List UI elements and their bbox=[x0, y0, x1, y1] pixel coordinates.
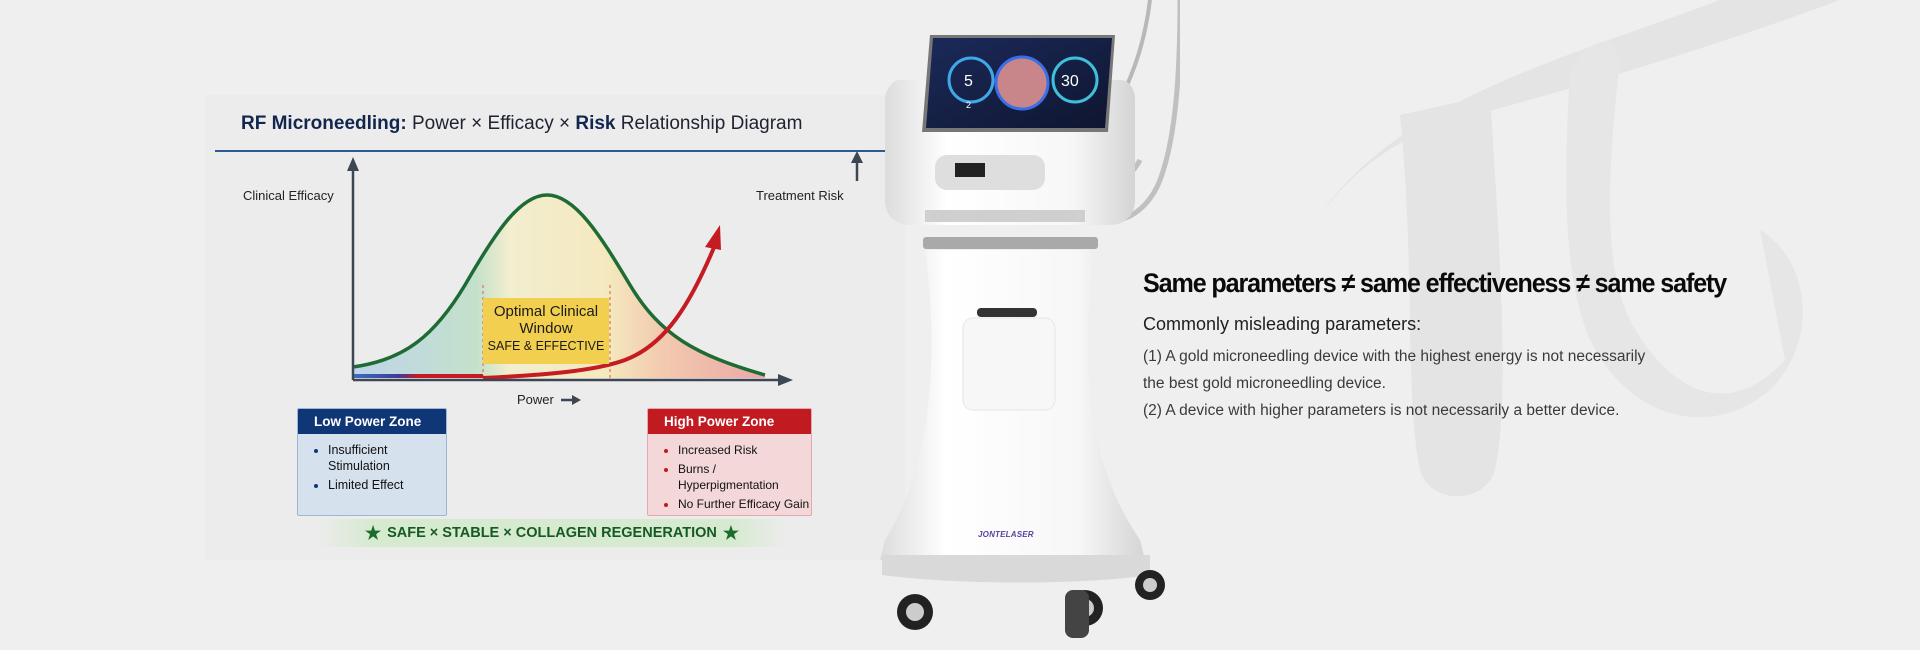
list-item: Limited Effect bbox=[328, 477, 446, 493]
y-axis-label-risk: Treatment Risk bbox=[756, 188, 844, 203]
high-zone-title: High Power Zone bbox=[648, 409, 811, 434]
point-2: (2) A device with higher parameters is n… bbox=[1143, 402, 1620, 419]
svg-text:2: 2 bbox=[966, 100, 971, 110]
low-zone-title: Low Power Zone bbox=[298, 409, 446, 434]
svg-text:30: 30 bbox=[1061, 73, 1079, 90]
summary-banner: ★ SAFE × STABLE × COLLAGEN REGENERATION … bbox=[317, 519, 787, 547]
high-zone-list: Increased Risk Burns / Hyperpigmentation… bbox=[648, 442, 811, 512]
point-1-line-1: (1) A gold microneedling device with the… bbox=[1143, 348, 1646, 365]
low-power-zone: Low Power Zone Insufficient Stimulation … bbox=[297, 408, 447, 516]
low-zone-list: Insufficient Stimulation Limited Effect bbox=[298, 442, 446, 493]
high-power-zone: High Power Zone Increased Risk Burns / H… bbox=[647, 408, 812, 516]
efficacy-risk-chart bbox=[347, 151, 863, 405]
point-1-line-2: the best gold microneedling device. bbox=[1143, 375, 1386, 392]
window-line-2: Window bbox=[519, 320, 573, 337]
title-part-1: Power × Efficacy × bbox=[406, 113, 576, 134]
explanation-paragraph: (1) A gold microneedling device with the… bbox=[1143, 343, 1843, 424]
list-item: Insufficient Stimulation bbox=[328, 442, 446, 474]
diagram-title: RF Microneedling: Power × Efficacy × Ris… bbox=[241, 113, 802, 135]
title-divider bbox=[215, 150, 890, 152]
title-part-2: Relationship Diagram bbox=[615, 113, 803, 134]
list-item: Burns / Hyperpigmentation bbox=[678, 461, 811, 493]
x-axis-label-power: Power bbox=[517, 392, 554, 407]
list-item: Increased Risk bbox=[678, 442, 811, 458]
parameters-note: Same parameters ≠ same effectiveness ≠ s… bbox=[1143, 268, 1843, 424]
title-bold-prefix: RF Microneedling: bbox=[241, 113, 407, 134]
window-line-1: Optimal Clinical bbox=[493, 303, 599, 320]
microneedling-device-image: 5 30 2 bbox=[880, 0, 1180, 638]
watermark-logo bbox=[1320, 0, 1840, 497]
device-brand-logo: JONTELASER bbox=[978, 530, 1034, 539]
y-axis-label-efficacy: Clinical Efficacy bbox=[243, 188, 334, 203]
subheading: Commonly misleading parameters: bbox=[1143, 314, 1422, 334]
window-line-3: SAFE & EFFECTIVE bbox=[487, 339, 605, 353]
star-icon: ★ bbox=[364, 522, 382, 543]
headline: Same parameters ≠ same effectiveness ≠ s… bbox=[1143, 268, 1727, 298]
star-icon: ★ bbox=[722, 522, 740, 543]
svg-text:5: 5 bbox=[964, 73, 973, 90]
list-item: No Further Efficacy Gain bbox=[678, 496, 811, 512]
title-bold-risk: Risk bbox=[575, 113, 616, 134]
banner-text: SAFE × STABLE × COLLAGEN REGENERATION bbox=[387, 525, 717, 541]
power-efficacy-risk-diagram: RF Microneedling: Power × Efficacy × Ris… bbox=[205, 95, 905, 560]
